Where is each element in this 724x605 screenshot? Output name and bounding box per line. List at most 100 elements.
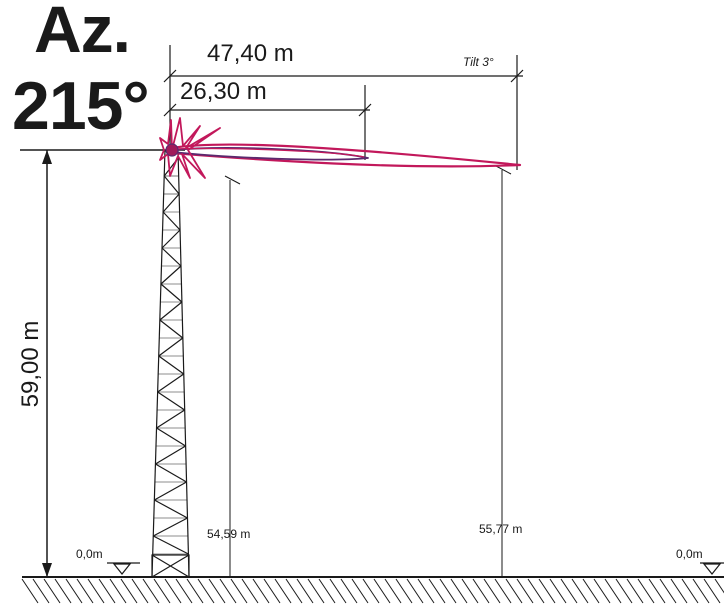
hatch-line [582, 578, 600, 604]
tower-brace [163, 175, 180, 195]
hatch-line [252, 578, 270, 604]
ground-level-right: 0,0m [676, 547, 703, 561]
hatch-line [516, 578, 534, 604]
hatch-line [274, 578, 292, 604]
tower-brace [158, 355, 185, 375]
antenna-height-label: 59,00 m [17, 320, 44, 408]
hatch-line [417, 578, 435, 604]
hatch-line [329, 578, 347, 604]
tilt-label: Tilt 3° [463, 55, 494, 69]
hatch-line [670, 578, 688, 604]
hatch-line [428, 578, 446, 604]
tower-brace [156, 427, 186, 447]
hatch-line [681, 578, 699, 604]
tower-brace [157, 391, 186, 411]
distance-long-label: 47,40 m [207, 40, 294, 67]
hatch-line [219, 578, 237, 604]
hatch-line [186, 578, 204, 604]
hatch-line [593, 578, 611, 604]
hatch-line [615, 578, 633, 604]
hatch-line [296, 578, 314, 604]
hatch-line [230, 578, 248, 604]
lattice-tower [151, 149, 190, 578]
hatch-line [318, 578, 336, 604]
hatch-line [560, 578, 578, 604]
hatch-line [208, 578, 226, 604]
azimuth-value: 215° [12, 68, 150, 144]
hatch-line [604, 578, 622, 604]
hatch-line [362, 578, 380, 604]
hatch-line [43, 578, 61, 604]
tower-brace [160, 265, 182, 285]
hatch-line [32, 578, 50, 604]
tower-brace [160, 283, 183, 303]
tower-brace [152, 535, 189, 555]
hatch-line [98, 578, 116, 604]
hatch-line [54, 578, 72, 604]
hatch-line [109, 578, 127, 604]
hatch-line [659, 578, 677, 604]
azimuth-label: Az. [34, 0, 131, 66]
hatch-line [384, 578, 402, 604]
hatch-line [373, 578, 391, 604]
tower-brace [152, 517, 188, 537]
hatch-line [241, 578, 259, 604]
hatch-line [131, 578, 149, 604]
hatch-line [406, 578, 424, 604]
hatch-line [472, 578, 490, 604]
tower-brace [161, 247, 182, 267]
tower-lattice-bracing [152, 157, 189, 555]
hatch-line [461, 578, 479, 604]
tower-brace [155, 445, 186, 465]
hatch-line [527, 578, 545, 604]
hatch-line [439, 578, 457, 604]
hatch-line [307, 578, 325, 604]
hatch-line [626, 578, 644, 604]
hatch-line [164, 578, 182, 604]
hatch-line [692, 578, 710, 604]
ground-distance-near: 54,59 m [207, 527, 251, 541]
hatch-line [395, 578, 413, 604]
distance-dimension-lines [163, 45, 524, 170]
hatch-line [76, 578, 94, 604]
height-dimension-line [20, 149, 185, 577]
tower-brace [158, 337, 184, 357]
tower-brace [154, 481, 187, 501]
hatch-line [340, 578, 358, 604]
distance-short-label: 26,30 m [180, 78, 267, 105]
hatch-line [153, 578, 171, 604]
hatch-line [120, 578, 138, 604]
ground [21, 576, 724, 604]
hatch-line [483, 578, 501, 604]
hatch-line [142, 578, 160, 604]
hatch-line [197, 578, 215, 604]
hatch-line [450, 578, 468, 604]
hatch-line [637, 578, 655, 604]
hatch-line [87, 578, 105, 604]
hatch-line [494, 578, 512, 604]
hatch-line [263, 578, 281, 604]
tower-brace [162, 193, 180, 213]
tower-brace [154, 499, 188, 519]
ground-hatching [21, 578, 724, 604]
hatch-line [538, 578, 556, 604]
tower-brace [155, 463, 187, 483]
hatch-line [351, 578, 369, 604]
tower-brace [156, 409, 186, 429]
hatch-line [175, 578, 193, 604]
hatch-line [703, 578, 721, 604]
hatch-line [65, 578, 83, 604]
hatch-line [505, 578, 523, 604]
hatch-line [571, 578, 589, 604]
hatch-line [21, 578, 39, 604]
ground-distance-far: 55,77 m [479, 522, 523, 536]
hatch-line [714, 578, 724, 594]
ground-level-left: 0,0m [76, 547, 103, 561]
hatch-line [549, 578, 567, 604]
antenna-radiation-pattern [159, 117, 522, 179]
ground-level-markers [107, 562, 724, 575]
tower-brace [162, 211, 181, 231]
tower-brace [161, 229, 181, 249]
tower-brace [157, 373, 185, 393]
